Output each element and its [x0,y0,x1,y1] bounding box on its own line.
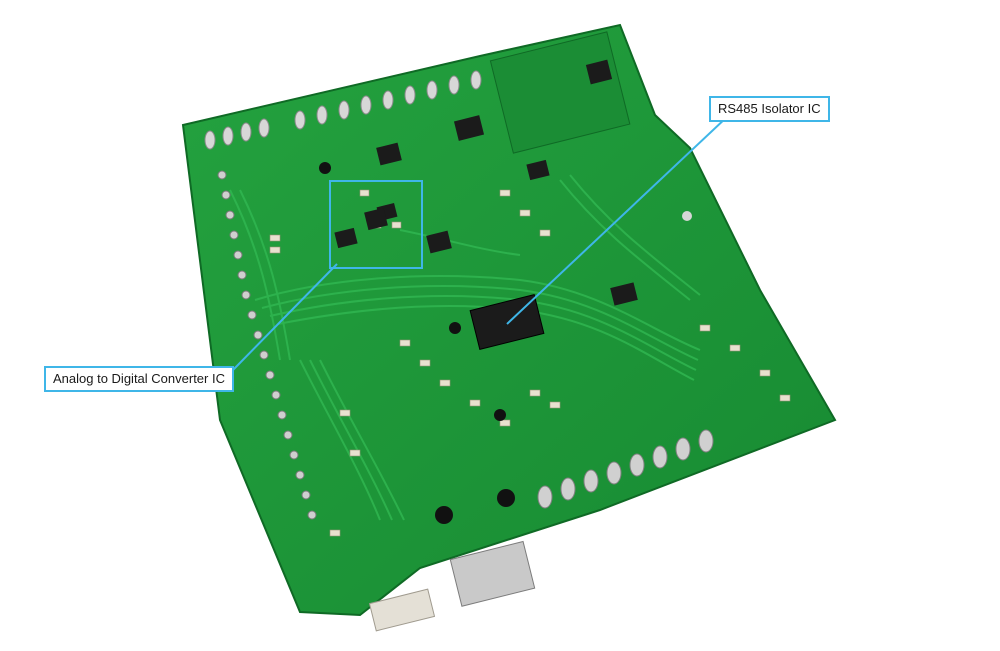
rs485-isolator-callout: RS485 Isolator IC [709,96,830,122]
side-connector [368,588,436,632]
top-header-pins [204,70,482,150]
adc-leader-line [232,263,338,371]
relay-chip [585,59,613,85]
mounting-holes [319,162,692,524]
left-header-pins [217,170,317,520]
smd-components [334,115,638,306]
rs485-leader-line [506,115,729,325]
usb-connector [449,540,536,607]
adc-callout: Analog to Digital Converter IC [44,366,234,392]
rs485-isolator-ic [469,294,545,350]
bottom-terminal-pads [537,429,714,509]
adc-highlight-box [329,180,423,269]
adc-ic [364,207,388,231]
relay-footprint [489,31,631,154]
